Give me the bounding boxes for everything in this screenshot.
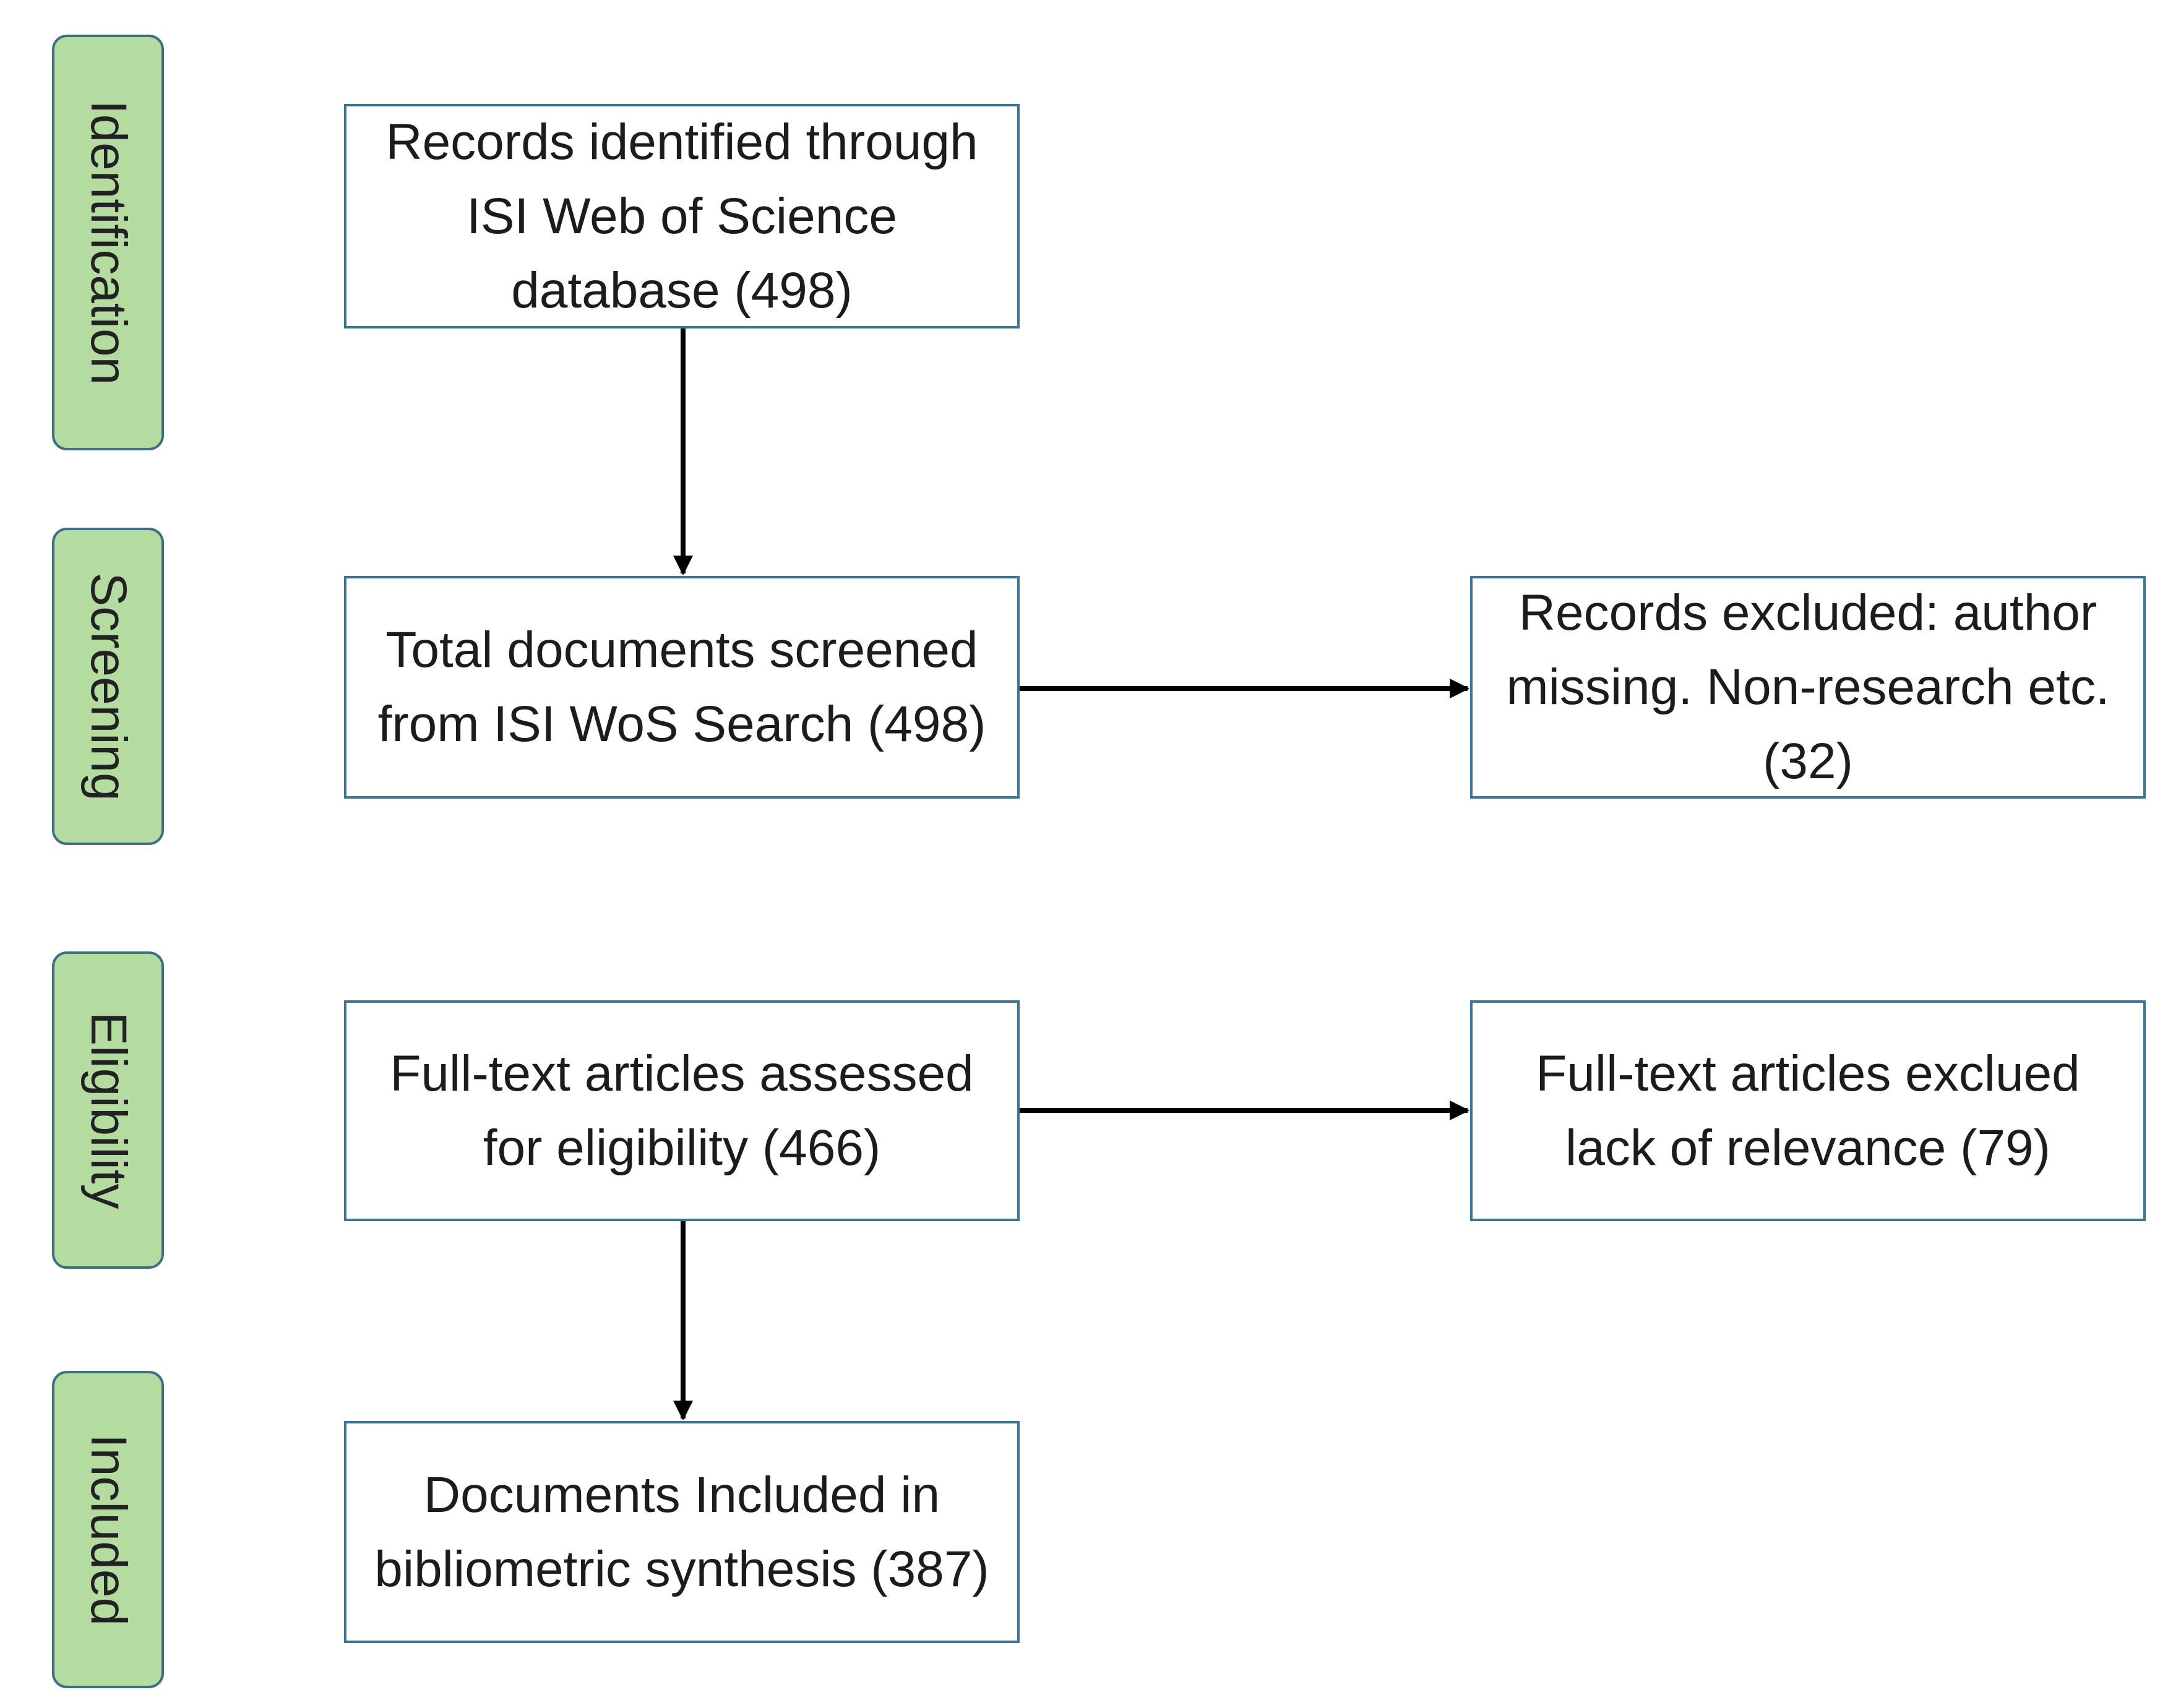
box-records-identified: Records identified through ISI Web of Sc… [344, 104, 1020, 328]
box-fulltext-excluded: Full-text articles exclued lack of relev… [1470, 1000, 2146, 1221]
box-records-excluded-text: Records excluded: author missing. Non-re… [1506, 585, 2110, 789]
box-fulltext-excluded-text: Full-text articles exclued lack of relev… [1536, 1045, 2080, 1176]
box-fulltext-assessed-text: Full-text articles assessed for eligibil… [390, 1045, 974, 1176]
box-records-excluded: Records excluded: author missing. Non-re… [1470, 576, 2146, 799]
box-total-screened-text: Total documents screened from ISI WoS Se… [377, 622, 986, 752]
box-total-screened: Total documents screened from ISI WoS Se… [344, 576, 1020, 799]
box-documents-included-text: Documents Included in bibliometric synth… [374, 1466, 989, 1597]
stage-screening: Screening [52, 528, 164, 845]
stage-identification: Identification [52, 35, 164, 450]
box-fulltext-assessed: Full-text articles assessed for eligibil… [344, 1000, 1020, 1221]
box-documents-included: Documents Included in bibliometric synth… [344, 1421, 1020, 1643]
stage-included: Included [52, 1371, 164, 1688]
box-records-identified-text: Records identified through ISI Web of Sc… [385, 113, 978, 319]
stage-eligibility: Eligibility [52, 951, 164, 1269]
